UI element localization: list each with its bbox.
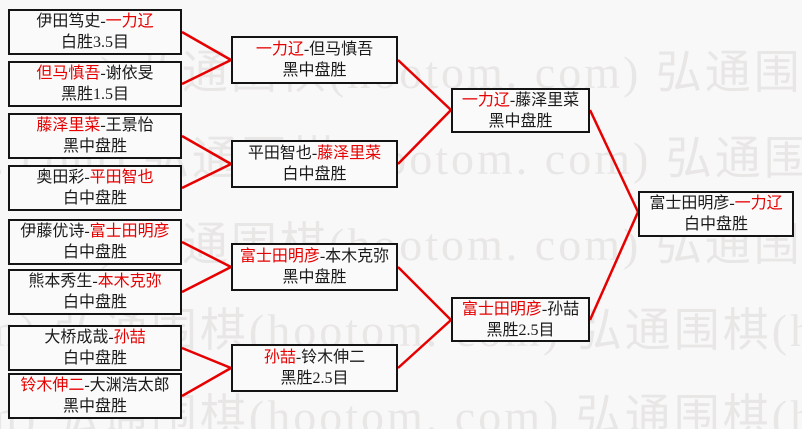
match-box-r2-1: 一力辽-但马慎吾 黑中盘胜 [231, 36, 398, 84]
match-result: 黑中盘胜 [282, 62, 347, 79]
match-players: 奥田彩-平田智也 [36, 169, 154, 186]
winner-name: 富士田明彦 [461, 300, 542, 318]
winner-name: 一力辽 [461, 91, 510, 109]
winner-name: 孙喆 [113, 329, 146, 346]
match-result: 白中盘胜 [62, 190, 127, 207]
match-players: 富士田明彦-一力辽 [649, 195, 783, 212]
match-box-final: 富士田明彦-一力辽 白中盘胜 [638, 191, 794, 237]
winner-name: 但马慎吾 [36, 65, 101, 82]
match-box-r1-8: 铃木伸二-大渊浩太郎 黑中盘胜 [8, 373, 182, 419]
match-result: 黑中盘胜 [62, 398, 127, 415]
winner-name: 富士田明彦 [239, 248, 320, 265]
match-players: 但马慎吾-谢依旻 [36, 65, 154, 82]
match-result: 白中盘胜 [62, 294, 127, 311]
match-box-sf-2: 富士田明彦-孙喆 黑胜2.5目 [451, 297, 590, 342]
winner-name: 富士田明彦 [89, 223, 170, 240]
winner-name: 本木克弥 [97, 273, 162, 290]
match-box-r1-1: 伊田笃史-一力辽 白胜3.5目 [8, 9, 182, 55]
match-box-r1-7: 大桥成哉-孙喆 白中盘胜 [8, 325, 182, 371]
match-players: 平田智也-藤泽里菜 [247, 145, 382, 162]
winner-name: 铃木伸二 [20, 377, 85, 394]
winner-name: 藤泽里菜 [317, 145, 382, 162]
match-box-sf-1: 一力辽-藤泽里菜 黑中盘胜 [451, 88, 590, 133]
match-result: 白中盘胜 [62, 350, 127, 367]
match-result: 白中盘胜 [282, 166, 347, 183]
match-players: 一力辽-但马慎吾 [255, 41, 374, 58]
match-players: 大桥成哉-孙喆 [44, 329, 146, 346]
match-result: 黑胜1.5目 [60, 86, 129, 103]
match-box-r1-5: 伊藤优诗-富士田明彦 白中盘胜 [8, 219, 182, 265]
match-players: 一力辽-藤泽里菜 [461, 91, 580, 109]
match-result: 白胜3.5目 [60, 34, 129, 51]
match-players: 富士田明彦-孙喆 [461, 300, 580, 318]
winner-name: 一力辽 [105, 13, 154, 30]
match-box-r1-6: 熊本秀生-本木克弥 白中盘胜 [8, 269, 182, 315]
match-box-r2-4: 孙喆-铃木伸二 黑胜2.5目 [231, 344, 398, 392]
winner-name: 一力辽 [255, 41, 304, 58]
winner-name: 平田智也 [89, 169, 154, 186]
match-box-r1-4: 奥田彩-平田智也 白中盘胜 [8, 165, 182, 211]
match-box-r1-3: 藤泽里菜-王景怡 黑中盘胜 [8, 113, 182, 159]
winner-name: 一力辽 [734, 195, 783, 212]
match-box-r2-2: 平田智也-藤泽里菜 白中盘胜 [231, 140, 398, 188]
match-players: 伊藤优诗-富士田明彦 [20, 223, 170, 240]
match-result: 黑中盘胜 [282, 269, 347, 286]
match-players: 富士田明彦-本木克弥 [239, 248, 390, 265]
match-box-r2-3: 富士田明彦-本木克弥 黑中盘胜 [231, 243, 398, 291]
match-players: 藤泽里菜-王景怡 [36, 117, 154, 134]
match-players: 铃木伸二-大渊浩太郎 [20, 377, 170, 394]
match-result: 白中盘胜 [683, 216, 748, 233]
match-result: 黑胜2.5目 [280, 370, 349, 387]
match-players: 伊田笃史-一力辽 [36, 13, 154, 30]
winner-name: 孙喆 [263, 349, 296, 366]
winner-name: 藤泽里菜 [36, 117, 101, 134]
match-result: 黑中盘胜 [62, 138, 127, 155]
match-result: 黑中盘胜 [488, 112, 553, 130]
match-players: 孙喆-铃木伸二 [263, 349, 366, 366]
match-players: 熊本秀生-本木克弥 [28, 273, 162, 290]
match-box-r1-2: 但马慎吾-谢依旻 黑胜1.5目 [8, 61, 182, 107]
match-result: 黑胜2.5目 [486, 321, 555, 339]
match-result: 白中盘胜 [62, 244, 127, 261]
